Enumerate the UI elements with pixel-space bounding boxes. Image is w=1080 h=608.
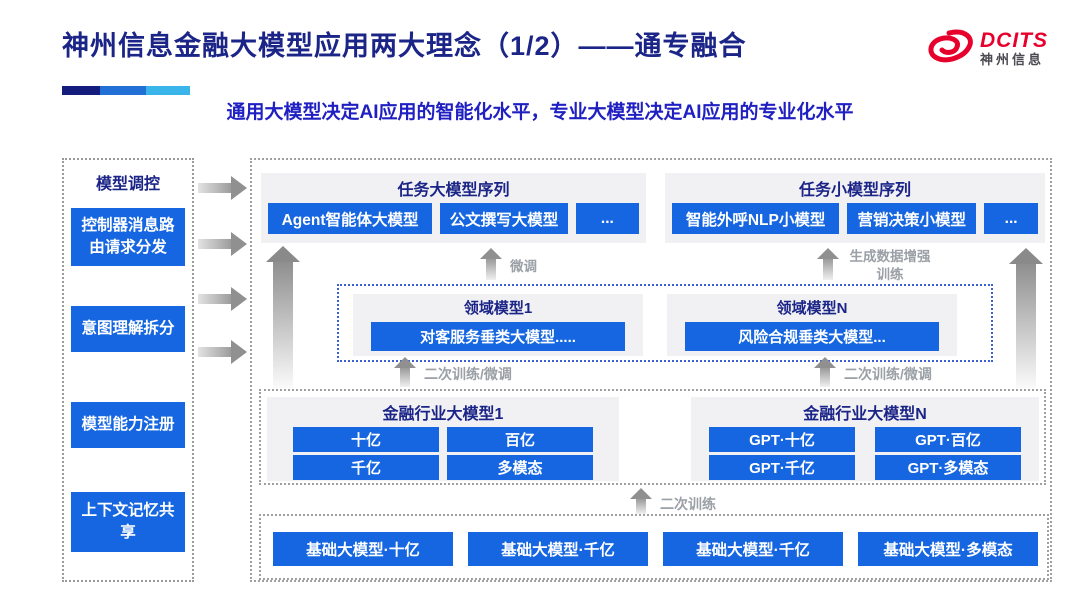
up-arrow-icon [394, 357, 416, 387]
model-box-multimodal: 多模态 [447, 455, 593, 480]
logo-text: DCITS 神州信息 [980, 29, 1048, 69]
model-box-10b: 百亿 [447, 427, 593, 452]
domain-model-n: 领域模型N 风险合规垂类大模型... [667, 294, 957, 356]
model-architecture-container: 任务大模型序列 Agent智能体大模型 公文撰写大模型 ... 任务小模型序列 … [250, 158, 1052, 582]
up-arrow-icon [266, 246, 300, 393]
up-arrow-icon [817, 248, 839, 280]
deco-bar-segment [100, 86, 146, 95]
sidebar-item-router: 控制器消息路由请求分发 [71, 208, 185, 266]
base-model-box-100b: 基础大模型·千亿 [468, 532, 648, 566]
retrain-finetune-label: 二次训练/微调 [844, 366, 932, 382]
subtitle: 通用大模型决定AI应用的智能化水平，专业大模型决定AI应用的专业化水平 [226, 102, 854, 123]
model-box-customer-service: 对客服务垂类大模型..... [371, 322, 625, 351]
task-large-model-panel: 任务大模型序列 Agent智能体大模型 公文撰写大模型 ... [261, 173, 646, 243]
sidebar-title: 模型调控 [95, 176, 160, 193]
up-arrow-icon [480, 248, 502, 280]
swirl-icon [928, 29, 973, 63]
deco-bar [62, 86, 190, 95]
gen-data-label: 生成数据增强训练 [849, 249, 931, 282]
base-model-box-1b: 基础大模型·十亿 [273, 532, 453, 566]
panel-title: 任务大模型序列 [397, 182, 510, 199]
base-model-box-100b: 基础大模型·千亿 [663, 532, 843, 566]
panel-title: 领域模型1 [463, 300, 533, 317]
base-model-row: 基础大模型·十亿 基础大模型·千亿 基础大模型·千亿 基础大模型·多模态 [259, 514, 1049, 580]
model-box-gpt-10b: GPT·百亿 [875, 427, 1021, 452]
model-control-sidebar: 模型调控 控制器消息路由请求分发 意图理解拆分 模型能力注册 上下文记忆共享 [62, 158, 194, 582]
model-box-gpt-multimodal: GPT·多模态 [875, 455, 1021, 480]
retrain-finetune-label: 二次训练/微调 [424, 366, 512, 382]
domain-model-panel: 领域模型1 对客服务垂类大模型..... 领域模型N 风险合规垂类大模型... [337, 284, 993, 362]
page-title: 神州信息金融大模型应用两大理念（1/2）——通专融合 [62, 31, 747, 61]
logo-brand-cn: 神州信息 [980, 52, 1045, 68]
panel-title: 金融行业大模型N [803, 406, 927, 423]
dcits-logo: DCITS 神州信息 [918, 20, 1058, 78]
model-box-gpt-100b: GPT·千亿 [709, 455, 855, 480]
model-box-risk-compliance: 风险合规垂类大模型... [685, 322, 939, 351]
panel-title: 任务小模型序列 [798, 182, 911, 199]
base-model-box-multimodal: 基础大模型·多模态 [858, 532, 1038, 566]
logo-brand: DCITS [980, 29, 1048, 52]
model-box-100b: 千亿 [293, 455, 439, 480]
retrain-label: 二次训练 [660, 496, 716, 512]
task-small-model-panel: 任务小模型序列 智能外呼NLP小模型 营销决策小模型 ... [665, 173, 1045, 243]
sidebar-item-register: 模型能力注册 [71, 402, 185, 448]
model-box-document-writing: 公文撰写大模型 [440, 203, 568, 234]
right-arrow-icon [198, 232, 248, 256]
industry-model-1: 金融行业大模型1 十亿 百亿 千亿 多模态 [267, 397, 619, 481]
model-box-gpt-1b: GPT·十亿 [709, 427, 855, 452]
right-arrow-icon [198, 340, 248, 364]
right-arrow-icon [198, 287, 248, 311]
model-box-agent: Agent智能体大模型 [268, 203, 433, 234]
sidebar-item-intent: 意图理解拆分 [71, 306, 185, 352]
right-arrow-icon [198, 176, 248, 200]
task-large-model-boxes: Agent智能体大模型 公文撰写大模型 ... [268, 203, 639, 234]
task-small-model-boxes: 智能外呼NLP小模型 营销决策小模型 ... [672, 203, 1038, 234]
deco-bar-segment [146, 86, 190, 95]
domain-model-1: 领域模型1 对客服务垂类大模型..... [353, 294, 643, 356]
panel-title: 金融行业大模型1 [382, 406, 504, 423]
up-arrow-icon [814, 357, 836, 387]
panel-title: 领域模型N [776, 300, 848, 317]
sidebar-item-context: 上下文记忆共享 [71, 492, 185, 552]
up-arrow-icon [1009, 248, 1043, 393]
model-box-ellipsis: ... [984, 203, 1038, 234]
model-box-outbound-nlp: 智能外呼NLP小模型 [672, 203, 840, 234]
model-box-1b: 十亿 [293, 427, 439, 452]
up-arrow-icon [630, 488, 652, 514]
model-box-marketing: 营销决策小模型 [847, 203, 977, 234]
industry-model-row: 金融行业大模型1 十亿 百亿 千亿 多模态 金融行业大模型N GPT·十亿 GP… [259, 389, 1046, 485]
model-box-ellipsis: ... [575, 203, 639, 234]
deco-bar-segment [62, 86, 100, 95]
industry-model-n: 金融行业大模型N GPT·十亿 GPT·百亿 GPT·千亿 GPT·多模态 [691, 397, 1039, 481]
finetune-label: 微调 [510, 259, 537, 274]
